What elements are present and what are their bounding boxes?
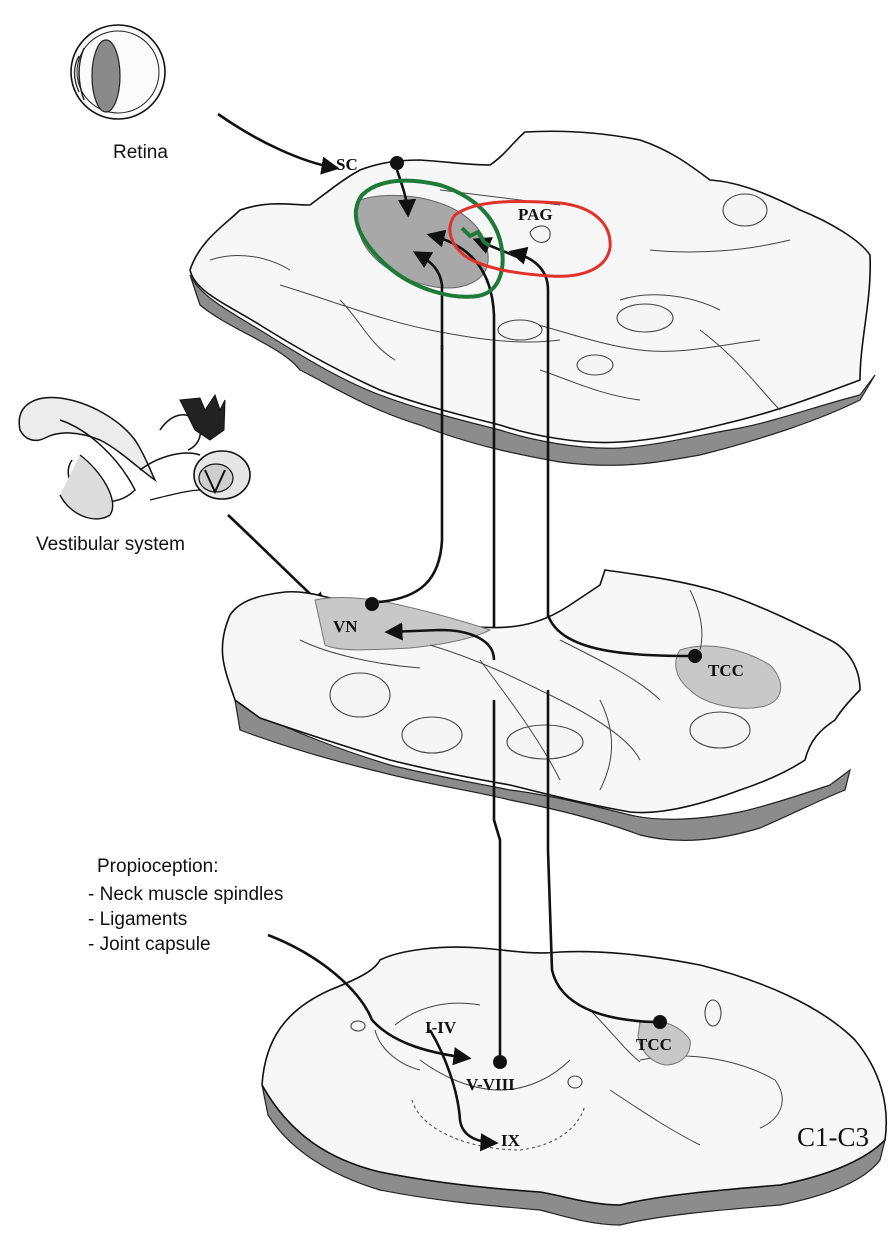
lamina-v-viii-neuron-dot: [493, 1055, 507, 1069]
retina-to-sc-arrow: [218, 114, 336, 168]
lamina-v-viii-label: V-VIII: [466, 1075, 515, 1094]
sc-label: SC: [336, 155, 358, 174]
vn-label: VN: [333, 617, 358, 636]
midbrain-slice: [190, 131, 875, 465]
tcc-spinal-label: TCC: [636, 1035, 672, 1054]
medulla-slice: [222, 570, 860, 840]
tcc-medulla-neuron-dot: [688, 649, 702, 663]
tcc-spinal-neuron-dot: [653, 1015, 667, 1029]
vestibular-label: Vestibular system: [36, 534, 185, 555]
eye-icon: [71, 25, 165, 119]
proprioception-item-1: - Neck muscle spindles: [88, 884, 283, 905]
tcc-medulla-label: TCC: [708, 661, 744, 680]
pag-label: PAG: [518, 205, 553, 224]
lamina-i-iv-label: I-IV: [425, 1018, 457, 1037]
retina-label: Retina: [113, 142, 168, 163]
proprioception-item-3: - Joint capsule: [88, 934, 211, 955]
proprioception-item-2: - Ligaments: [88, 909, 187, 930]
spinal-cord-slice: [262, 947, 886, 1225]
lamina-ix-label: IX: [501, 1131, 521, 1150]
sc-neuron-dot: [390, 156, 404, 170]
proprioception-title: Propioception:: [97, 856, 218, 877]
spinal-level-label: C1-C3: [797, 1122, 869, 1152]
inner-ear-icon: [19, 395, 250, 519]
vn-neuron-dot: [365, 597, 379, 611]
